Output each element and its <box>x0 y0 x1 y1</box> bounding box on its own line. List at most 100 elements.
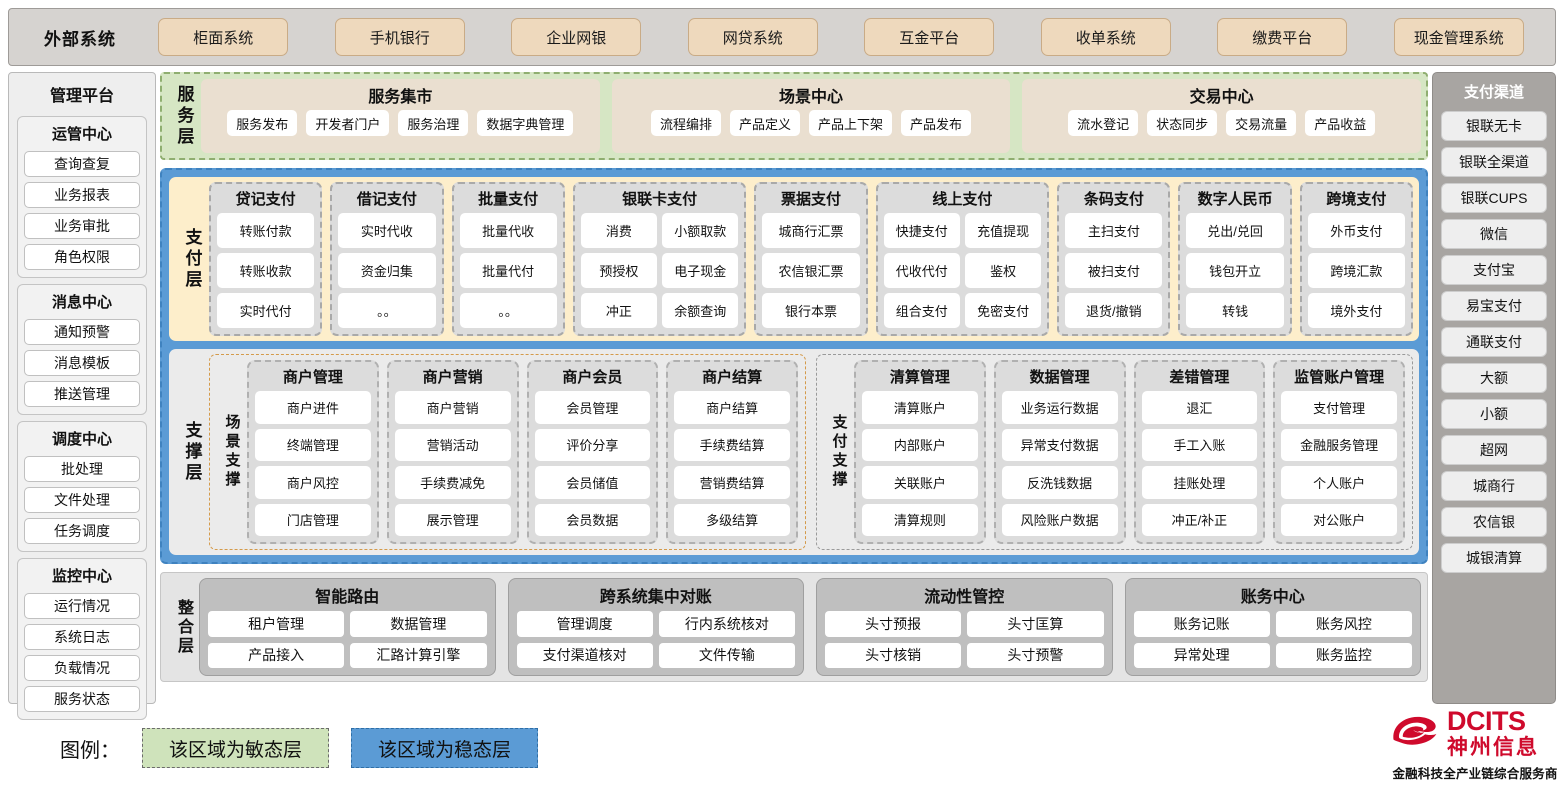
payment-item[interactable]: 电子现金 <box>662 253 739 288</box>
support-item[interactable]: 营销活动 <box>394 428 511 461</box>
support-item[interactable]: 风险账户数据 <box>1001 503 1118 536</box>
integration-item[interactable]: 租户管理 <box>208 611 345 637</box>
support-item[interactable]: 对公账户 <box>1281 503 1397 536</box>
support-item[interactable]: 异常支付数据 <box>1001 428 1118 461</box>
integration-item[interactable]: 头寸核销 <box>825 642 962 668</box>
support-item[interactable]: 商户结算 <box>674 391 790 424</box>
integration-item[interactable]: 产品接入 <box>208 642 345 668</box>
payment-item[interactable]: 批量代收 <box>459 213 557 248</box>
support-item[interactable]: 会员储值 <box>534 466 651 499</box>
payment-item[interactable]: 免密支付 <box>964 293 1042 328</box>
payment-item[interactable]: 鉴权 <box>964 253 1042 288</box>
integration-item[interactable]: 行内系统核对 <box>658 611 795 637</box>
service-item[interactable]: 服务发布 <box>227 110 298 136</box>
integration-item[interactable]: 文件传输 <box>658 642 795 668</box>
payment-item[interactable]: 批量代付 <box>459 253 557 288</box>
management-item[interactable]: 任务调度 <box>24 518 140 544</box>
service-item[interactable]: 产品收益 <box>1305 110 1376 136</box>
management-item[interactable]: 运行情况 <box>24 593 140 619</box>
payment-item[interactable]: 城商行汇票 <box>762 213 860 248</box>
management-item[interactable]: 服务状态 <box>24 686 140 712</box>
payment-item[interactable]: 资金归集 <box>338 253 436 288</box>
management-item[interactable]: 文件处理 <box>24 487 140 513</box>
integration-item[interactable]: 支付渠道核对 <box>516 642 653 668</box>
payment-channel-item[interactable]: 银联全渠道 <box>1441 147 1547 177</box>
payment-item[interactable]: 预授权 <box>580 253 658 288</box>
payment-item[interactable]: 被扫支付 <box>1065 253 1163 288</box>
support-item[interactable]: 商户营销 <box>394 391 511 424</box>
service-item[interactable]: 状态同步 <box>1147 110 1218 136</box>
payment-item[interactable]: 消费 <box>580 213 658 248</box>
support-item[interactable]: 手工入账 <box>1141 428 1258 461</box>
integration-item[interactable]: 管理调度 <box>516 611 653 637</box>
support-item[interactable]: 多级结算 <box>674 503 790 536</box>
management-item[interactable]: 业务审批 <box>24 213 140 239</box>
support-item[interactable]: 商户进件 <box>255 391 371 424</box>
payment-item[interactable]: 小额取款 <box>662 213 739 248</box>
payment-item[interactable]: 。。 <box>338 293 436 328</box>
payment-channel-item[interactable]: 微信 <box>1441 219 1547 249</box>
integration-item[interactable]: 头寸预报 <box>825 611 962 637</box>
support-item[interactable]: 关联账户 <box>862 466 978 499</box>
payment-item[interactable]: 代收代付 <box>883 253 960 288</box>
integration-item[interactable]: 账务监控 <box>1275 642 1412 668</box>
payment-item[interactable]: 冲正 <box>580 293 658 328</box>
external-system-chip[interactable]: 网贷系统 <box>687 18 818 56</box>
service-item[interactable]: 流程编排 <box>650 110 721 136</box>
support-item[interactable]: 冲正/补正 <box>1141 503 1258 536</box>
support-item[interactable]: 金融服务管理 <box>1281 428 1397 461</box>
service-item[interactable]: 产品上下架 <box>809 110 893 136</box>
external-system-chip[interactable]: 企业网银 <box>511 18 642 56</box>
external-system-chip[interactable]: 柜面系统 <box>158 18 289 56</box>
support-item[interactable]: 手续费减免 <box>394 466 511 499</box>
integration-item[interactable]: 账务风控 <box>1275 611 1412 637</box>
integration-item[interactable]: 头寸匡算 <box>967 611 1104 637</box>
support-item[interactable]: 终端管理 <box>255 428 371 461</box>
service-item[interactable]: 交易流量 <box>1226 110 1297 136</box>
support-item[interactable]: 会员数据 <box>534 503 651 536</box>
payment-item[interactable]: 主扫支付 <box>1065 213 1163 248</box>
support-item[interactable]: 展示管理 <box>394 503 511 536</box>
payment-channel-item[interactable]: 超网 <box>1441 435 1547 465</box>
management-item[interactable]: 消息模板 <box>24 350 140 376</box>
support-item[interactable]: 评价分享 <box>534 428 651 461</box>
payment-item[interactable]: 快捷支付 <box>883 213 960 248</box>
service-item[interactable]: 服务治理 <box>398 110 469 136</box>
external-system-chip[interactable]: 手机银行 <box>334 18 465 56</box>
payment-item[interactable]: 外币支付 <box>1307 213 1406 248</box>
management-item[interactable]: 查询查复 <box>24 151 140 177</box>
payment-channel-item[interactable]: 支付宝 <box>1441 255 1547 285</box>
integration-item[interactable]: 汇路计算引擎 <box>350 642 487 668</box>
payment-channel-item[interactable]: 城商行 <box>1441 471 1547 501</box>
payment-item[interactable]: 充值提现 <box>964 213 1042 248</box>
payment-channel-item[interactable]: 通联支付 <box>1441 327 1547 357</box>
support-item[interactable]: 业务运行数据 <box>1001 391 1118 424</box>
payment-item[interactable]: 转账收款 <box>217 253 315 288</box>
integration-item[interactable]: 异常处理 <box>1133 642 1270 668</box>
payment-channel-item[interactable]: 大额 <box>1441 363 1547 393</box>
payment-item[interactable]: 组合支付 <box>883 293 960 328</box>
support-item[interactable]: 清算账户 <box>862 391 978 424</box>
support-item[interactable]: 清算规则 <box>862 503 978 536</box>
service-item[interactable]: 产品发布 <box>901 110 972 136</box>
service-item[interactable]: 开发者门户 <box>306 110 390 136</box>
payment-item[interactable]: 。。 <box>459 293 557 328</box>
payment-item[interactable]: 转账付款 <box>217 213 315 248</box>
integration-item[interactable]: 数据管理 <box>350 611 487 637</box>
payment-item[interactable]: 跨境汇款 <box>1307 253 1406 288</box>
support-item[interactable]: 营销费结算 <box>674 466 790 499</box>
payment-channel-item[interactable]: 小额 <box>1441 399 1547 429</box>
external-system-chip[interactable]: 缴费平台 <box>1217 18 1348 56</box>
service-item[interactable]: 产品定义 <box>729 110 800 136</box>
external-system-chip[interactable]: 收单系统 <box>1040 18 1171 56</box>
payment-item[interactable]: 钱包开立 <box>1186 253 1284 288</box>
payment-item[interactable]: 实时代收 <box>338 213 436 248</box>
payment-item[interactable]: 农信银汇票 <box>762 253 860 288</box>
support-item[interactable]: 反洗钱数据 <box>1001 466 1118 499</box>
payment-channel-item[interactable]: 城银清算 <box>1441 543 1547 573</box>
payment-item[interactable]: 兑出/兑回 <box>1186 213 1284 248</box>
external-system-chip[interactable]: 互金平台 <box>864 18 995 56</box>
management-item[interactable]: 角色权限 <box>24 244 140 270</box>
management-item[interactable]: 业务报表 <box>24 182 140 208</box>
payment-item[interactable]: 实时代付 <box>217 293 315 328</box>
